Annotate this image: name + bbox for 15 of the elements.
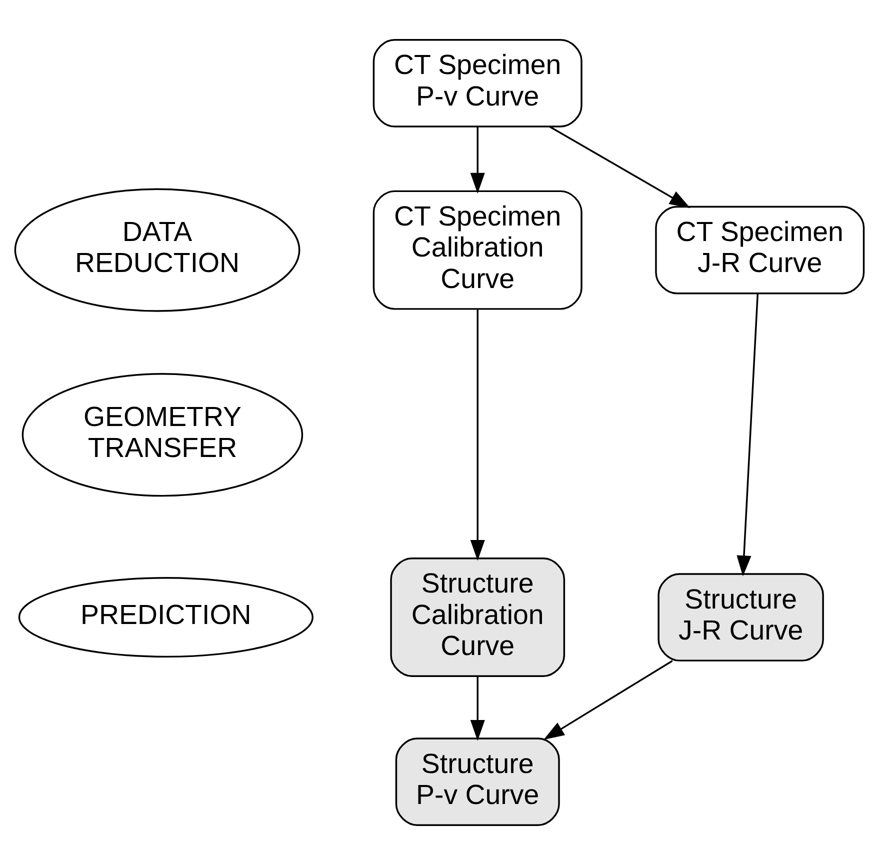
arrow: [470, 676, 485, 741]
node-ellipse: DATA REDUCTION: [14, 188, 300, 312]
arrow: [549, 126, 690, 208]
node-box: CT Specimen P-v Curve: [372, 39, 582, 128]
node-box: CT Specimen J-R Curve: [655, 206, 865, 294]
node-ellipse: GEOMETRY TRANSFER: [22, 373, 304, 497]
node-box: CT Specimen Calibration Curve: [372, 190, 582, 310]
arrow: [544, 660, 673, 740]
arrow: [470, 309, 485, 561]
node-box: Structure P-v Curve: [395, 738, 560, 826]
arrow: [470, 127, 485, 194]
arrow: [736, 293, 759, 576]
node-ellipse: PREDICTION: [18, 577, 314, 658]
node-box: Structure Calibration Curve: [390, 558, 566, 678]
node-box: Structure J-R Curve: [658, 573, 824, 662]
